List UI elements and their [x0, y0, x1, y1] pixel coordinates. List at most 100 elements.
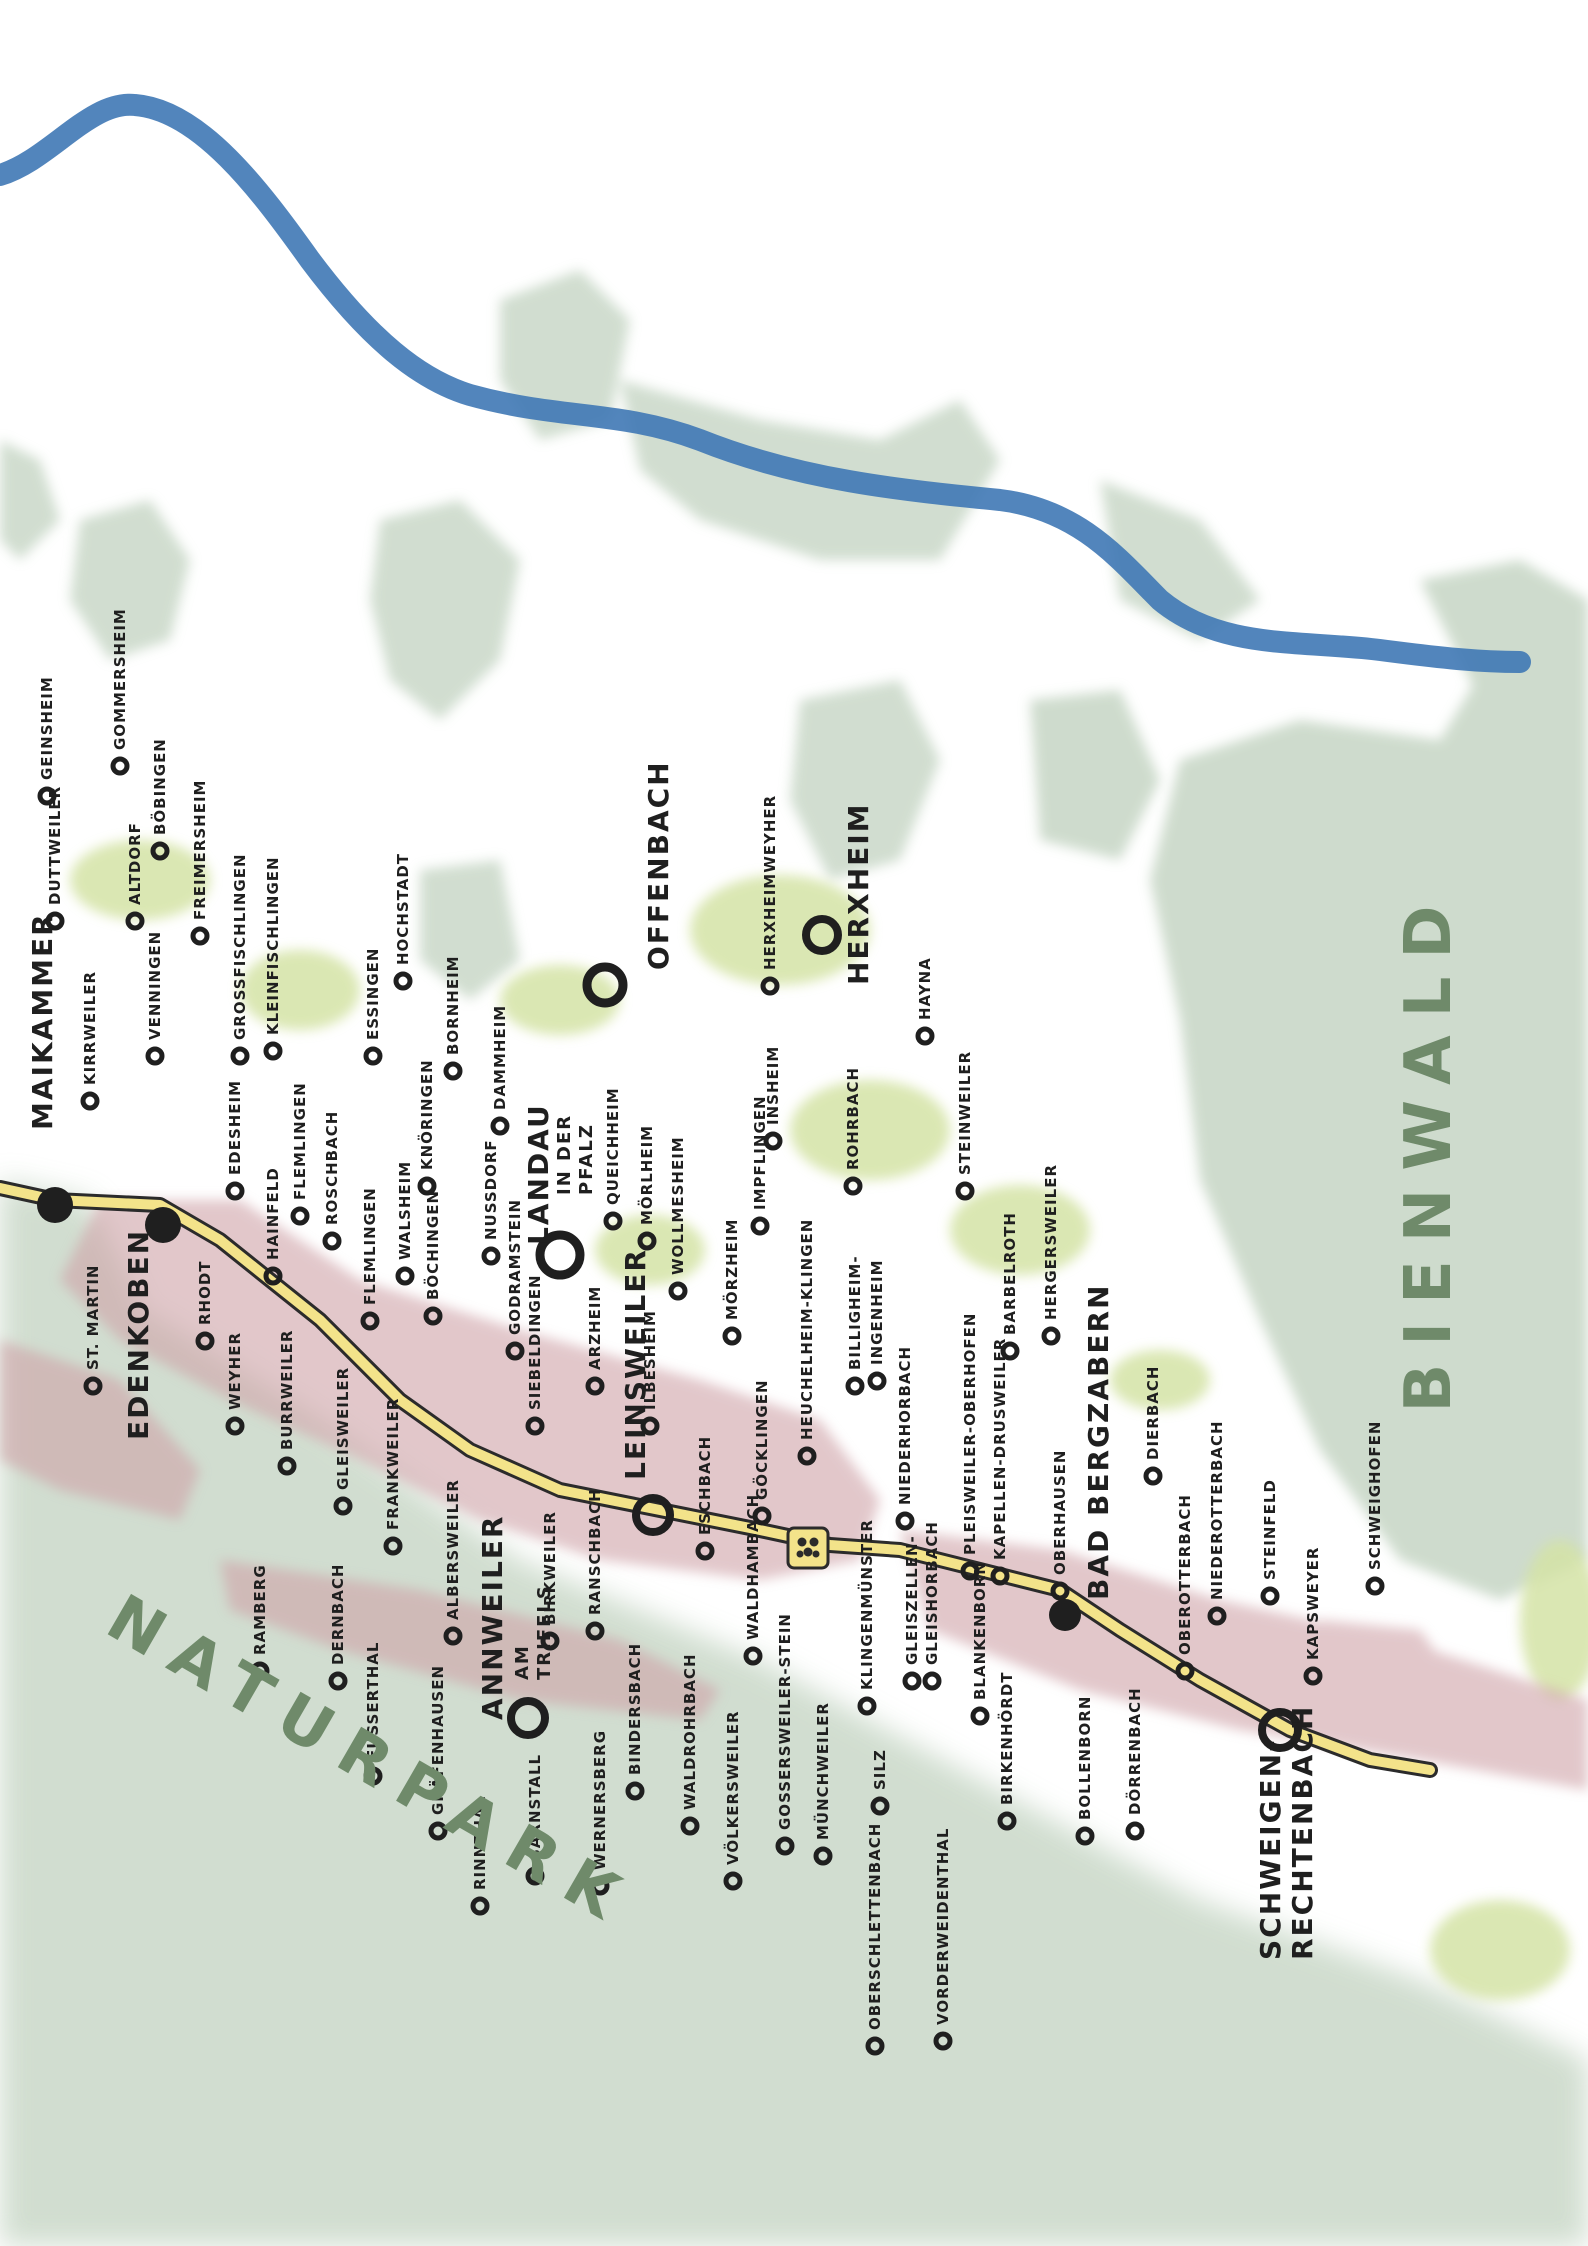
town-dot-gleishorbach — [922, 1671, 942, 1691]
town-dot-silz — [870, 1796, 890, 1816]
town-label-eusserthal: EUSSERTHAL — [364, 1642, 382, 1760]
town-label-rhodt: RHODT — [196, 1260, 214, 1325]
town-dot-steinweiler — [955, 1181, 975, 1201]
city-label-herxheim: HERXHEIM — [842, 802, 875, 985]
town-label-queichheim: QUEICHHEIM — [604, 1087, 622, 1205]
town-label-moerzheim: MÖRZHEIM — [722, 1219, 741, 1320]
town-label-heuchelheim-klingen: HEUCHELHEIM-KLINGEN — [798, 1219, 816, 1440]
town-label-walsheim: WALSHEIM — [396, 1161, 414, 1260]
town-dot-rhodt — [195, 1331, 215, 1351]
town-dot-hainfeld — [263, 1266, 283, 1286]
grape-icon — [786, 1526, 830, 1570]
town-label-birkenhoerdt: BIRKENHÖRDT — [997, 1671, 1016, 1805]
town-dot-wollmesheim — [668, 1281, 688, 1301]
city-dot-herxheim — [802, 915, 842, 955]
town-dot-boechingen — [423, 1306, 443, 1326]
city-label-leinsweiler: LEINSWEILER — [619, 1248, 652, 1480]
town-dot-freimersheim — [190, 926, 210, 946]
town-dot-gommersheim — [110, 756, 130, 776]
town-label-bollenborn: BOLLENBORN — [1076, 1696, 1094, 1820]
town-dot-dierbach — [1143, 1466, 1163, 1486]
town-dot-roschbach — [322, 1231, 342, 1251]
town-dot-billigheim — [845, 1376, 865, 1396]
town-label-st-martin: ST. MARTIN — [84, 1265, 102, 1370]
town-label-weyher: WEYHER — [226, 1332, 244, 1410]
town-dot-doerrenbach — [1125, 1821, 1145, 1841]
town-label-gossersweiler-stein: GOSSERSWEILER-STEIN — [776, 1613, 794, 1830]
town-label-gommersheim: GOMMERSHEIM — [111, 608, 129, 750]
town-label-oberhausen: OBERHAUSEN — [1051, 1450, 1069, 1575]
city-dot-schweigen — [1258, 1708, 1302, 1752]
town-label-steinfeld: STEINFELD — [1261, 1479, 1279, 1580]
town-label-binderbach: BINDERSBACH — [626, 1643, 644, 1775]
town-dot-pleisweiler-oberhofen — [960, 1561, 980, 1581]
town-dot-barbelroth — [1000, 1341, 1020, 1361]
town-label-sarnstall: SARNSTALL — [526, 1754, 544, 1860]
town-dot-ranschbach — [585, 1621, 605, 1641]
town-label-boebingen: BÖBINGEN — [150, 738, 169, 835]
town-dot-essingen — [363, 1046, 383, 1066]
town-dot-graefenhausen — [428, 1821, 448, 1841]
city-dot-landau — [535, 1230, 585, 1280]
city-label-schweigen: SCHWEIGEN- — [1254, 1738, 1287, 1960]
town-label-siebeldingen: SIEBELDINGEN — [526, 1274, 544, 1410]
town-dot-walsheim — [395, 1266, 415, 1286]
town-label-godramstein: GODRAMSTEIN — [506, 1199, 524, 1335]
town-dot-impflingen — [750, 1216, 770, 1236]
town-dot-st-martin — [83, 1376, 103, 1396]
town-label-voelkersweiler: VÖLKERSWEILER — [723, 1710, 742, 1865]
town-label-steinweiler: STEINWEILER — [956, 1051, 974, 1175]
town-dot-muenchweiler — [813, 1846, 833, 1866]
town-label-flemlingen-1: FLEMLINGEN — [291, 1082, 309, 1200]
town-dot-burrweiler — [277, 1456, 297, 1476]
town-label-ramberg: RAMBERG — [251, 1564, 269, 1655]
town-label-muenchweiler: MÜNCHWEILER — [813, 1702, 832, 1840]
town-label-arzheim: ARZHEIM — [586, 1286, 604, 1370]
town-dot-niederhorbach — [895, 1511, 915, 1531]
town-dot-waldhambach — [743, 1646, 763, 1666]
vineyards — [70, 840, 1588, 2000]
town-dot-sarnstall — [525, 1866, 545, 1886]
town-label-altdorf: ALTDORF — [126, 822, 144, 905]
town-dot-ingenheim — [867, 1371, 887, 1391]
town-dot-binderbach — [625, 1781, 645, 1801]
town-dot-knoeringen — [417, 1176, 437, 1196]
town-dot-steinfeld — [1260, 1586, 1280, 1606]
town-label-frankweiler: FRANKWEILER — [384, 1398, 402, 1530]
town-dot-kleinfischlingen — [263, 1041, 283, 1061]
town-label-hayna: HAYNA — [916, 957, 934, 1020]
town-label-geinsheim: GEINSHEIM — [38, 676, 56, 780]
town-label-moerlheim: MÖRLHEIM — [637, 1125, 656, 1225]
town-dot-geinsheim — [37, 786, 57, 806]
city-dot-leinsweiler — [632, 1494, 674, 1536]
town-label-klingenmuenster: KLINGENMÜNSTER — [857, 1519, 876, 1690]
town-label-insheim: INSHEIM — [764, 1046, 782, 1125]
town-label-nussdorf: NUSSDORF — [482, 1139, 500, 1240]
town-label-niederhorbach: NIEDERHORBACH — [896, 1346, 914, 1505]
town-label-essingen: ESSINGEN — [364, 948, 382, 1040]
town-label-ranschbach: RANSCHBACH — [586, 1488, 604, 1615]
town-label-albersweiler: ALBERSWEILER — [444, 1479, 462, 1620]
town-label-kirrweiler: KIRRWEILER — [81, 971, 99, 1085]
town-dot-weyher — [225, 1416, 245, 1436]
city-markers — [37, 915, 1302, 1752]
town-dot-heuchelheim-klingen — [797, 1446, 817, 1466]
upper-forest — [0, 270, 1260, 1000]
bienwald-forest — [1030, 560, 1588, 1600]
town-label-birkweiler: BIRKWEILER — [541, 1511, 559, 1625]
town-dot-ramberg — [250, 1661, 270, 1681]
town-dot-arzheim — [585, 1376, 605, 1396]
town-dot-hochstadt — [393, 971, 413, 991]
city-label-annweiler: ANNWEILER — [476, 1515, 509, 1721]
town-dot-duttweiler — [45, 911, 65, 931]
city-label-am: AM — [512, 1644, 533, 1680]
town-dot-oberotterbach — [1175, 1661, 1195, 1681]
town-label-hainfeld: HAINFELD — [264, 1167, 282, 1260]
town-label-vorderweidenthal: VORDERWEIDENTHAL — [934, 1828, 952, 2025]
city-dot-edenkoben — [145, 1207, 181, 1243]
town-dot-altdorf — [125, 911, 145, 931]
town-dot-dammheim — [490, 1116, 510, 1136]
town-dot-hayna — [915, 1026, 935, 1046]
town-markers — [37, 756, 1385, 2056]
